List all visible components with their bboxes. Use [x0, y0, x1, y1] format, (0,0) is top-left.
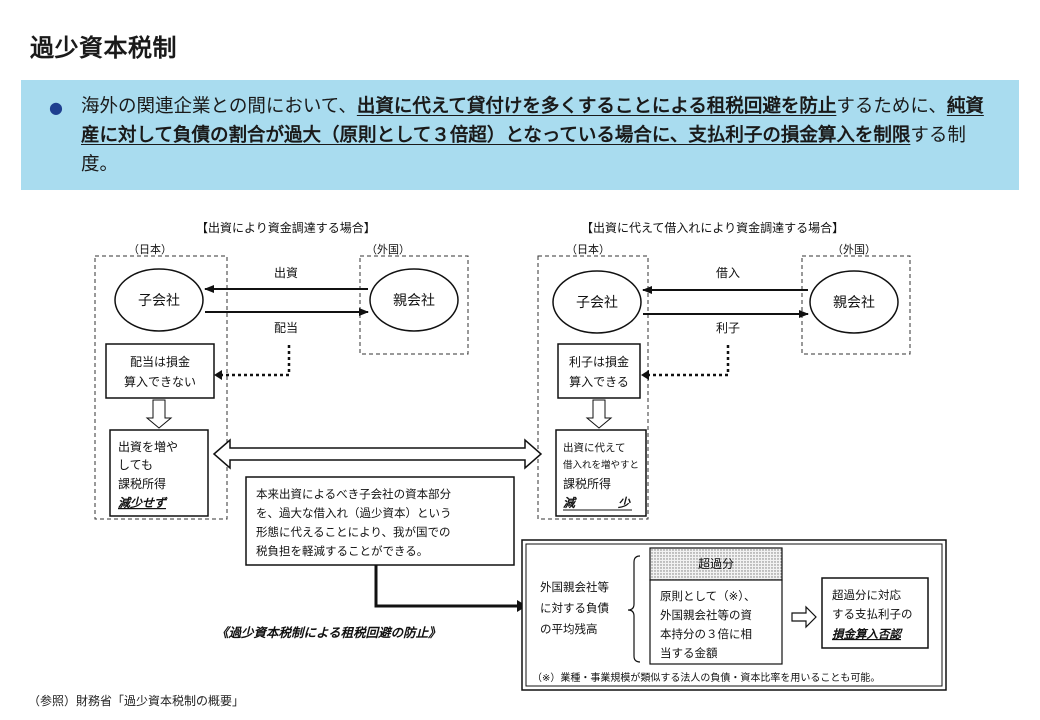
rule-result-arrow	[791, 605, 817, 629]
rule-base-line3: 本持分の３倍に相	[660, 627, 752, 641]
left-heading: 【出資により資金調達する場合】	[196, 220, 376, 235]
left-flow-top-label: 出資	[274, 266, 298, 280]
rule-label-line2: に対する負債	[540, 601, 609, 615]
rule-base-line1: 原則として（※）、	[660, 589, 756, 603]
left-subsidiary-node	[114, 268, 204, 332]
explanation-line3: 形態に代えることにより、我が国での	[256, 525, 450, 539]
explanation-line1: 本来出資によるべき子会社の資本部分	[256, 487, 452, 501]
rule-base-line4: 当する金額	[660, 646, 718, 660]
left-note-line1: 配当は損金	[130, 354, 190, 369]
summary-segment: する制度。	[81, 125, 966, 175]
left-result-line2: しても	[118, 458, 153, 472]
bullet-icon: ●	[49, 98, 63, 117]
left-note-line2: 算入できない	[124, 374, 196, 389]
source-note: （参照）財務省「過少資本税制の概要」	[28, 694, 245, 708]
left-subsidiary-label: 子会社	[138, 293, 180, 309]
rule-result-line3: 損金算入否認	[832, 627, 903, 641]
left-dotted-connector	[221, 345, 291, 377]
summary-segment: 海外の関連企業との間において、	[81, 96, 357, 117]
left-parent-label: 親会社	[393, 293, 435, 309]
right-result-line3: 課税所得	[563, 476, 611, 491]
right-note-box	[557, 343, 641, 399]
page-title: 過少資本税制	[30, 34, 177, 62]
rule-base-line2: 外国親会社等の資	[660, 608, 752, 622]
rule-base-box	[649, 579, 783, 665]
right-heading: 【出資に代えて借入れにより資金調達する場合】	[581, 220, 844, 235]
left-dotted-arrowhead	[214, 370, 222, 380]
rule-box-inner	[525, 543, 943, 687]
left-japan-region	[94, 255, 228, 520]
rule-excess-label: 超過分	[698, 556, 734, 571]
right-parent-label: 親会社	[833, 295, 875, 311]
explanation-line4: 税負担を軽減することができる。	[256, 544, 428, 558]
right-note-line2: 算入できる	[569, 374, 629, 389]
left-result-line1: 出資を増や	[118, 440, 178, 454]
summary-segment-emphasis: 純資産に対して負債の割合が過大（原則として３倍超）となっている場合に、支払利子の…	[81, 96, 984, 146]
right-flow-bottom-label: 利子	[716, 321, 740, 335]
explanation-connector	[374, 565, 518, 608]
right-result-box	[555, 429, 647, 517]
left-flow-bottom-label: 配当	[274, 321, 298, 335]
summary-banner: ● 海外の関連企業との間において、出資に代えて貸付けを多くすることによる租税回避…	[21, 80, 1019, 190]
right-result-line4a: 減	[563, 496, 577, 510]
explanation-box	[245, 476, 515, 566]
rule-result-line1: 超過分に対応	[832, 588, 901, 602]
rule-footnote: （※）業種・事業規模が類似する法人の負債・資本比率を用いることも可能。	[532, 671, 880, 684]
explanation-line2: を、過大な借入れ（過少資本）という	[256, 506, 452, 520]
left-down-arrow	[145, 399, 173, 429]
rule-excess-box	[649, 547, 783, 581]
right-note-line1: 利子は損金	[569, 354, 629, 369]
rule-label-line1: 外国親会社等	[540, 580, 609, 594]
comparison-double-arrow	[212, 438, 543, 470]
left-japan-label: （日本）	[128, 242, 172, 256]
right-parent-node	[809, 270, 899, 334]
diagram-caption: 《過少資本税制による租税回避の防止》	[216, 625, 441, 640]
right-dotted-connector	[648, 345, 730, 377]
summary-segment-emphasis: 出資に代えて貸付けを多くすることによる租税回避を防止	[356, 96, 837, 117]
right-foreign-label: （外国）	[832, 243, 876, 256]
right-down-arrow	[585, 399, 613, 429]
summary-segment: するために、	[836, 96, 947, 117]
left-result-box	[109, 429, 209, 517]
rule-label-line3: の平均残高	[540, 622, 598, 636]
left-foreign-region	[359, 255, 469, 355]
right-subsidiary-label: 子会社	[576, 295, 618, 311]
right-flow-top-label: 借入	[716, 266, 740, 280]
left-foreign-label: （外国）	[366, 243, 410, 256]
right-foreign-region	[801, 255, 911, 355]
rule-result-line2: する支払利子の	[832, 607, 913, 621]
summary-text: 海外の関連企業との間において、出資に代えて貸付けを多くすることによる租税回避を防…	[81, 92, 1001, 179]
left-parent-node	[369, 268, 459, 332]
right-result-line1: 出資に代えて	[563, 441, 625, 454]
left-result-line4: 減少せず	[118, 496, 168, 510]
right-dotted-arrowhead	[641, 370, 649, 380]
right-japan-region	[537, 255, 649, 520]
rule-result-box	[821, 577, 929, 649]
right-subsidiary-node	[552, 270, 642, 334]
left-note-box	[105, 343, 215, 399]
right-japan-label: （日本）	[566, 242, 610, 256]
left-result-line3: 課税所得	[118, 476, 166, 491]
rule-brace	[627, 555, 641, 663]
right-result-line2: 借入れを増やすと	[563, 459, 639, 471]
right-result-line4b: 少	[618, 496, 631, 510]
